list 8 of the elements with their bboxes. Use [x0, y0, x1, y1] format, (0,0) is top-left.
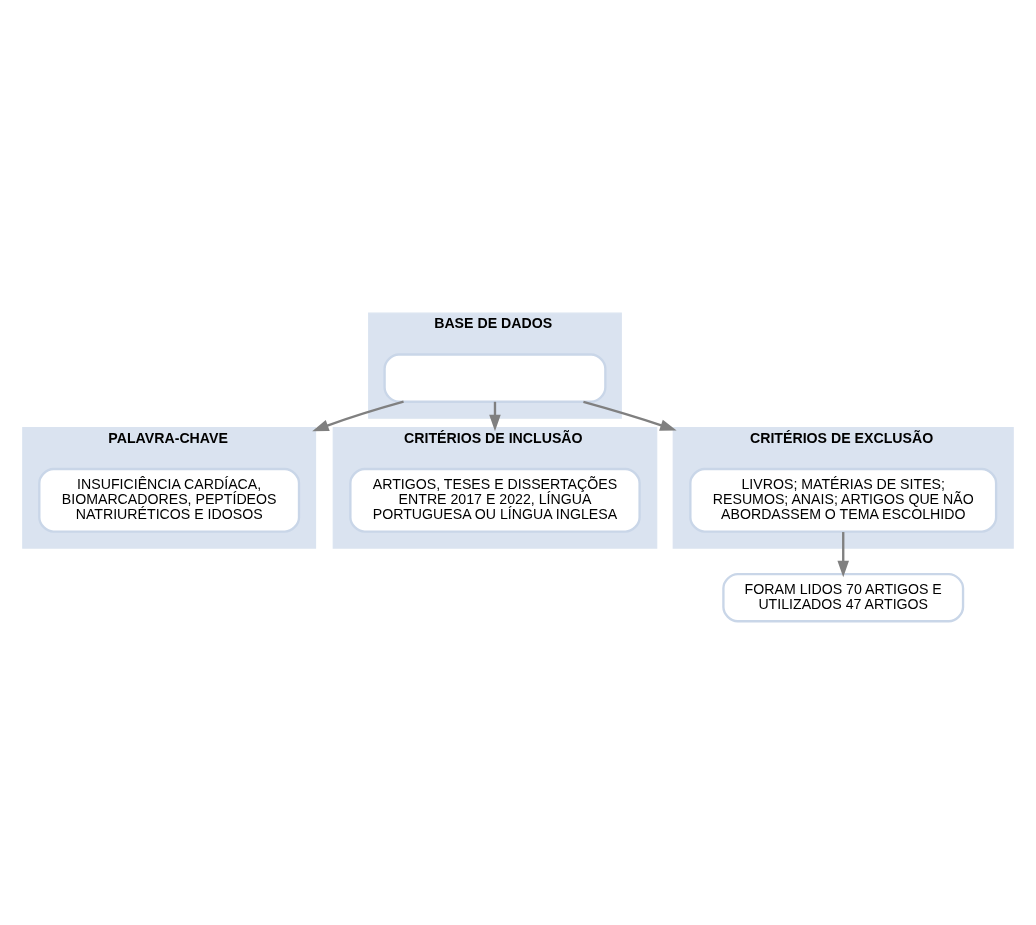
node-box: [383, 353, 607, 403]
arrow: [583, 400, 677, 431]
arrow: [837, 532, 850, 578]
node-box: FORAM LIDOS 70 ARTIGOS E UTILIZADOS 47 ARTIGOS: [722, 572, 965, 623]
node-box: INSUFICIÊNCIA CARDÍACA, BIOMARCADORES, PEPTÍDEOS NATRIURÉTICOS E IDOSOS: [38, 467, 301, 533]
node-box: ARTIGOS, TESES E DISSERTAÇÕES ENTRE 2017 E 2022, LÍNGUA PORTUGUESA OU LÍNGUA INGLESA: [349, 467, 641, 533]
arrow: [312, 400, 404, 432]
node-box: LIVROS; MATÉRIAS DE SITES; RESUMOS; ANAIS; ARTIGOS QUE NÃO ABORDASSEM O TEMA ESCOLHIDO: [689, 467, 998, 533]
